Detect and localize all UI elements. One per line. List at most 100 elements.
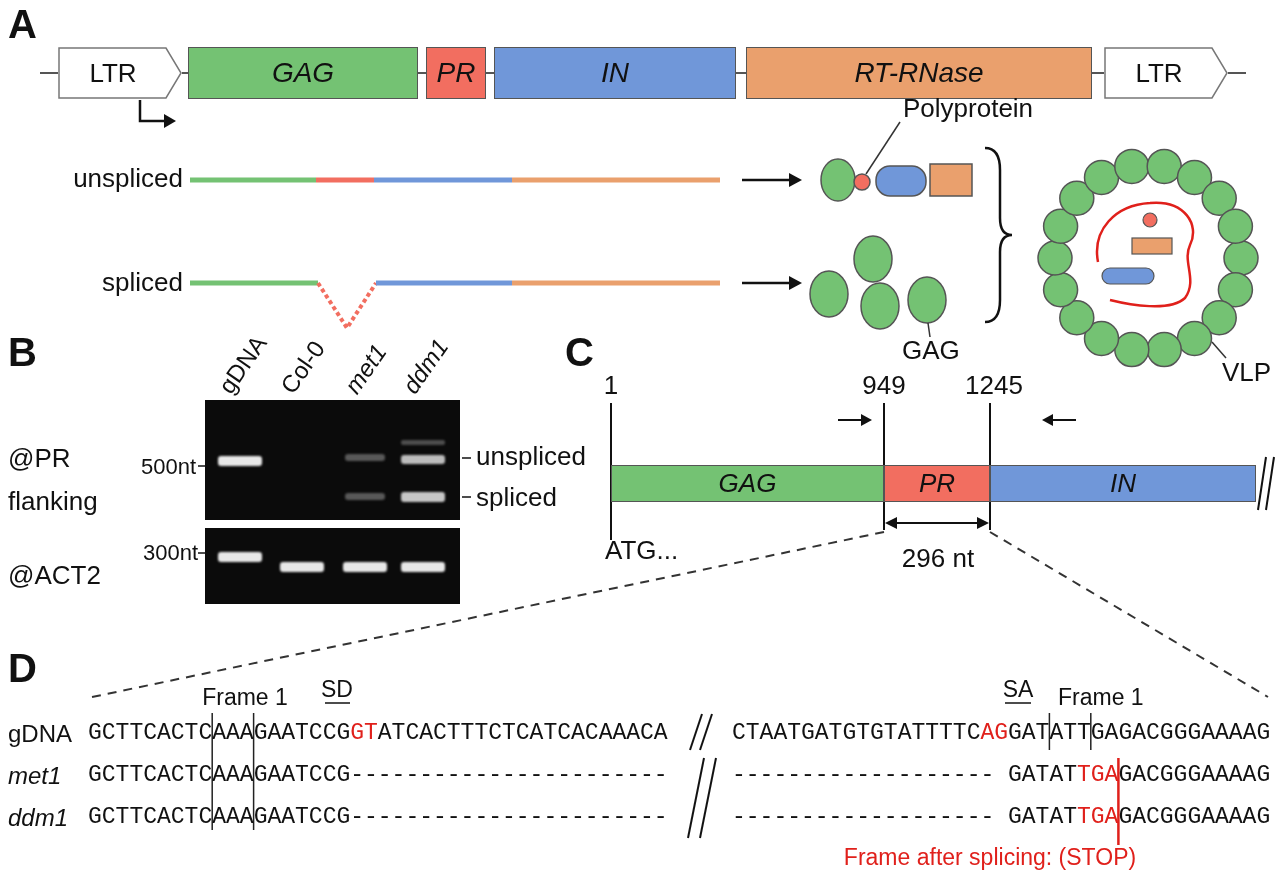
gag-protein xyxy=(1038,241,1072,275)
transcript-gag xyxy=(190,281,318,286)
domain-name: GAG xyxy=(272,57,334,89)
callout-label: VLP xyxy=(1222,357,1271,388)
sequence: GCTTCACTCAAAGAATCCG xyxy=(88,803,350,831)
start-codon-label: ATG... xyxy=(605,535,678,566)
gag-protein xyxy=(908,277,946,323)
gag-protein xyxy=(1178,322,1212,356)
band-label: unspliced xyxy=(476,441,586,472)
pr-domain-box: PR xyxy=(426,47,486,99)
gag-domain-box: GAG xyxy=(188,47,418,99)
domain-name: LTR xyxy=(1135,58,1182,89)
ltr-shape xyxy=(1105,48,1227,98)
gag-protein xyxy=(1044,273,1078,307)
rt-protein xyxy=(1132,238,1172,254)
arrowhead xyxy=(789,173,802,187)
backbone-line xyxy=(486,72,494,74)
length-label: 296 nt xyxy=(902,543,974,574)
gag-protein xyxy=(1085,161,1119,195)
gel-band xyxy=(345,493,385,500)
arrowhead xyxy=(789,276,802,290)
band-label: spliced xyxy=(476,482,557,513)
panel-letter: C xyxy=(565,328,594,376)
gag-protein xyxy=(1115,149,1149,183)
arrowhead xyxy=(861,414,872,426)
sequence: GATAT xyxy=(1008,803,1077,831)
panel-letter: A xyxy=(8,0,37,48)
position-number: 1 xyxy=(604,370,618,401)
sequence: GATAT xyxy=(1008,761,1077,789)
splice-site-label: SD xyxy=(321,675,353,703)
pr-region-box: PR xyxy=(884,465,990,502)
ltr-box: LTR xyxy=(1104,47,1228,99)
gel-band xyxy=(345,454,385,461)
transcript-gag xyxy=(190,178,316,183)
gag-protein xyxy=(1218,209,1252,243)
size-marker: 500nt xyxy=(141,454,196,480)
gag-protein xyxy=(861,283,899,329)
ltr-shape xyxy=(59,48,181,98)
rt-rnase-domain-box: RT-RNase xyxy=(746,47,1092,99)
sequence: CTAATGATGTGTATTTTC xyxy=(732,719,980,747)
band-tick xyxy=(462,457,471,459)
pr-protein xyxy=(1143,213,1157,227)
gel-band xyxy=(401,455,445,464)
zoom-line xyxy=(92,532,884,697)
transcript-pr xyxy=(316,178,374,183)
gag-protein xyxy=(810,271,848,317)
transcript-label: unspliced xyxy=(73,163,183,194)
domain-name: PR xyxy=(437,57,476,89)
sequence: GCTTCACTCAAAGAATCCG xyxy=(88,761,350,789)
domain-name: IN xyxy=(601,57,629,89)
callout-label: Polyprotein xyxy=(903,93,1033,124)
break-mark xyxy=(1266,457,1274,510)
gel-image xyxy=(205,528,460,604)
domain-name: GAG xyxy=(719,468,777,499)
break-mark xyxy=(690,714,702,750)
tss-arrow xyxy=(140,100,165,121)
backbone-line xyxy=(1228,72,1246,74)
rt-protein xyxy=(930,164,972,196)
transcript-label: spliced xyxy=(102,267,183,298)
translation-arrow xyxy=(742,179,790,182)
in-protein xyxy=(876,166,926,196)
callout-label: GAG xyxy=(902,335,960,366)
bracket xyxy=(985,148,1012,322)
panel-letter: B xyxy=(8,328,37,376)
leader-line xyxy=(866,122,900,174)
gel-band xyxy=(218,552,262,562)
transcript-rt xyxy=(512,281,720,286)
gel-band xyxy=(218,456,262,466)
gel-band xyxy=(343,562,387,572)
gag-protein xyxy=(1224,241,1258,275)
lane-label: gDNA xyxy=(212,329,272,398)
lane-label: Col-0 xyxy=(274,335,331,399)
primer-arrow xyxy=(1052,419,1076,421)
gel-label: @ACT2 xyxy=(8,560,101,591)
sequence: GACGGGAAAAG xyxy=(1118,803,1270,831)
lane-label: ddm1 xyxy=(396,332,454,398)
transcript-in xyxy=(376,281,512,286)
sequence: GCTTCACTCAAAGAATCCG xyxy=(88,719,350,747)
size-marker: 300nt xyxy=(143,540,198,566)
gel-band xyxy=(401,492,445,502)
arrowhead xyxy=(885,517,897,529)
sequence: TGA xyxy=(1077,761,1118,789)
in-protein xyxy=(1102,268,1154,284)
splice-site-label: SA xyxy=(1003,675,1034,703)
break-mark xyxy=(1258,457,1266,510)
band-tick xyxy=(462,496,471,498)
underline xyxy=(325,702,350,704)
size-tick xyxy=(198,552,206,554)
sequence: GATATTGAGACGGGAAAAG xyxy=(1008,719,1270,747)
domain-name: PR xyxy=(919,468,955,499)
gel-image xyxy=(205,400,460,520)
annotation: Frame after splicing: (STOP) xyxy=(844,843,1136,871)
row-label: met1 xyxy=(8,761,61,790)
gag-region-box: GAG xyxy=(611,465,884,502)
frame-label: Frame 1 xyxy=(202,683,288,711)
transcript-rt xyxy=(512,178,720,183)
frame-label: Frame 1 xyxy=(1058,683,1144,711)
sequence: ----------------------- xyxy=(350,761,667,789)
